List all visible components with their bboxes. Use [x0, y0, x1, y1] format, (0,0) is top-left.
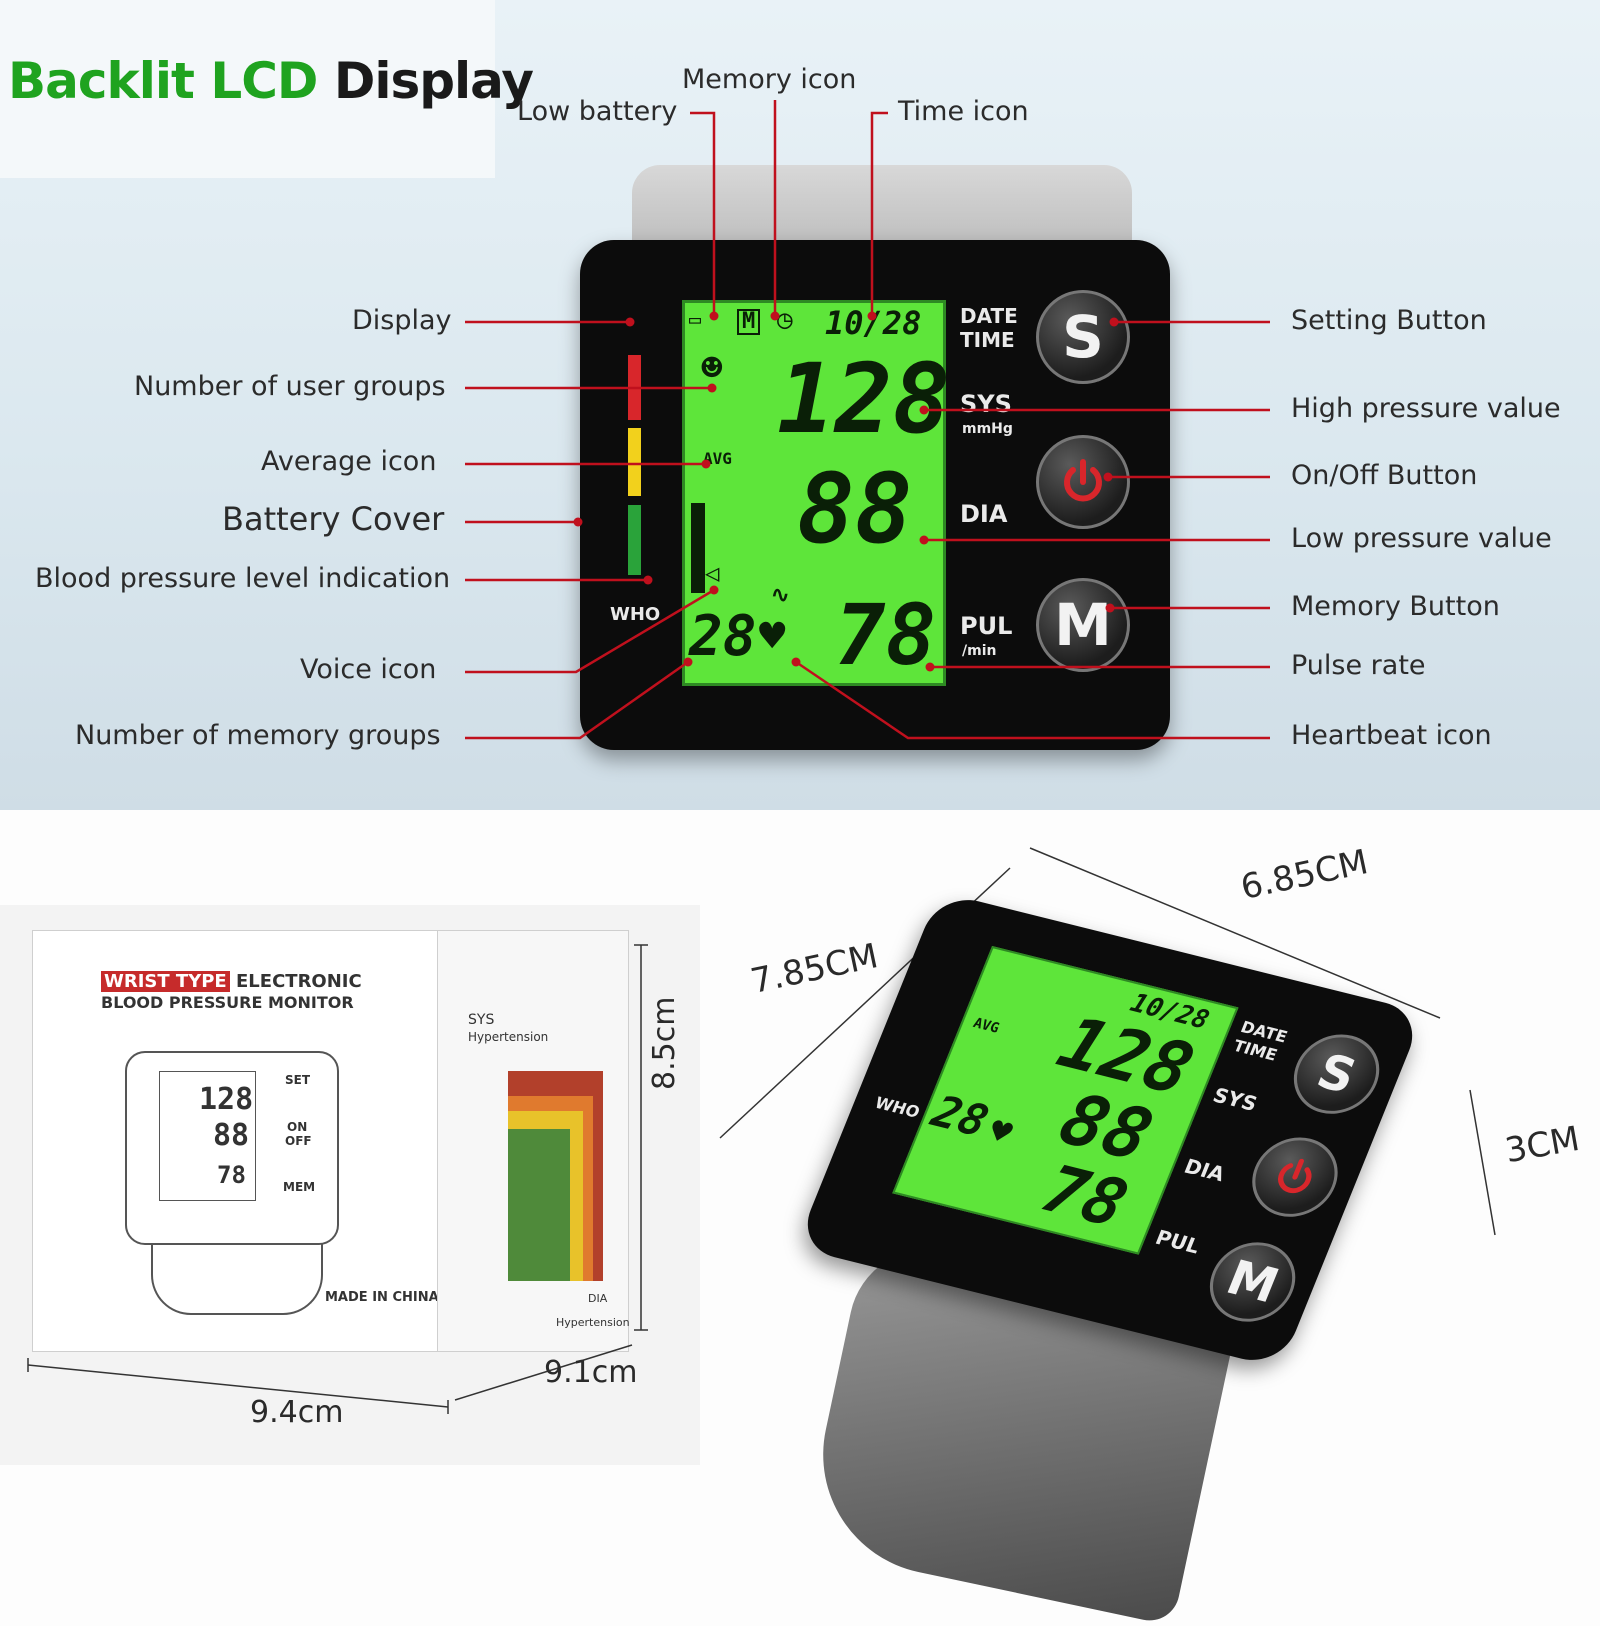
low-battery-icon: ▭	[689, 307, 702, 331]
package-side-hyper: Hypertension	[468, 1030, 549, 1044]
dim-box-width: 9.4cm	[250, 1395, 344, 1430]
sys-unit-label: mmHg	[962, 421, 1013, 437]
package-on-label: ON	[287, 1120, 308, 1134]
package-lcd-pulse: 78	[217, 1161, 246, 1189]
package-lcd-dia: 88	[213, 1118, 250, 1153]
angled-dia-label: DIA	[1180, 1154, 1229, 1187]
voice-icon: ◁	[705, 559, 720, 587]
pul-unit-label: /min	[962, 643, 997, 659]
dim-box-depth: 9.1cm	[544, 1355, 638, 1390]
package-lcd-sys: 128	[199, 1082, 254, 1117]
lcd-display: ▭ M ◷ 10/28 ☻ 128 AVG 88 ◁ ∿ 28 ♥ 78	[682, 300, 950, 686]
package-wrist-type: WRIST TYPE	[101, 971, 230, 992]
angled-device-photo: 10/28 AVG 128 88 28 ♥ 78 WHO DATE TIME S…	[795, 891, 1425, 1626]
title-green: Backlit LCD	[8, 52, 318, 110]
heart-icon: ♥	[759, 611, 786, 662]
package-side-sys: SYS	[468, 1012, 495, 1028]
label-voice-icon: Voice icon	[300, 654, 437, 685]
pul-label: PUL	[960, 612, 1013, 640]
label-setting-button: Setting Button	[1291, 305, 1487, 336]
package-cuff-drawing	[151, 1243, 323, 1315]
label-user-groups: Number of user groups	[134, 371, 446, 402]
angled-setting-button[interactable]: S	[1281, 1025, 1392, 1123]
angled-avg: AVG	[970, 1015, 1002, 1037]
who-label: WHO	[610, 604, 661, 625]
angled-power-button[interactable]	[1239, 1128, 1351, 1226]
user-group-icon: ☻	[701, 348, 723, 389]
setting-button[interactable]: S	[1036, 290, 1130, 384]
angled-who: WHO	[872, 1093, 923, 1122]
angled-power-icon	[1278, 1158, 1312, 1194]
package-device-drawing	[125, 1051, 339, 1245]
time-label: TIME	[960, 328, 1015, 352]
angled-device-body: 10/28 AVG 128 88 28 ♥ 78 WHO DATE TIME S…	[795, 891, 1425, 1369]
memory-button[interactable]: M	[1036, 578, 1130, 672]
pulse-value: 78	[835, 586, 937, 684]
label-display: Display	[352, 305, 452, 336]
label-time-icon: Time icon	[898, 96, 1029, 127]
page-title: Backlit LCD Display	[8, 52, 534, 110]
package-title-line2: BLOOD PRESSURE MONITOR	[101, 993, 354, 1012]
callout-lines	[465, 100, 1270, 740]
package-made-in: MADE IN CHINA	[325, 1290, 439, 1305]
date-label: DATE	[960, 304, 1018, 328]
package-electronic: ELECTRONIC	[236, 971, 362, 992]
title-panel: Backlit LCD Display	[0, 0, 534, 178]
diastolic-value: 88	[797, 453, 913, 565]
label-heartbeat-icon: Heartbeat icon	[1291, 720, 1492, 751]
dia-label: DIA	[960, 500, 1008, 528]
package-mem-label: MEM	[283, 1180, 316, 1194]
angled-heart-icon: ♥	[982, 1111, 1018, 1154]
level-bar-green	[628, 505, 641, 575]
memory-group-number: 28	[689, 604, 757, 669]
label-low-battery: Low battery	[517, 96, 678, 127]
package-lcd-drawing	[159, 1071, 256, 1201]
label-bp-level: Blood pressure level indication	[35, 563, 451, 594]
label-memory-groups: Number of memory groups	[75, 720, 441, 751]
angled-lcd: 10/28 AVG 128 88 28 ♥ 78	[892, 946, 1239, 1255]
level-bar-yellow	[628, 428, 641, 496]
angled-memory: 28	[924, 1086, 996, 1148]
power-icon	[1064, 459, 1102, 502]
package-off-label: OFF	[285, 1134, 312, 1148]
memory-icon: M	[737, 309, 761, 335]
label-onoff-button: On/Off Button	[1291, 460, 1478, 491]
package-front: WRIST TYPE ELECTRONIC BLOOD PRESSURE MON…	[32, 930, 439, 1352]
lcd-level-bar	[691, 503, 705, 593]
package-chart-green	[508, 1129, 570, 1281]
package-side: SYS Hypertension DIA Hypertension	[437, 930, 630, 1352]
title-dark: Display	[333, 52, 534, 110]
label-high-pressure: High pressure value	[1291, 393, 1561, 424]
package-side-dia: DIA	[588, 1292, 608, 1305]
angled-sys-label: SYS	[1209, 1082, 1261, 1116]
package-set-label: SET	[285, 1073, 311, 1087]
power-button[interactable]	[1036, 435, 1130, 529]
angled-pul-label: PUL	[1152, 1225, 1204, 1259]
package-title-line1: WRIST TYPE ELECTRONIC	[101, 971, 362, 992]
systolic-value: 128	[777, 343, 951, 455]
package-side-hyper2: Hypertension	[556, 1316, 630, 1329]
dim-box-height: 8.5cm	[647, 996, 682, 1090]
label-memory-icon: Memory icon	[682, 64, 857, 95]
clock-icon: ◷	[777, 305, 793, 335]
label-low-pressure: Low pressure value	[1291, 523, 1552, 554]
angled-pulse: 78	[1031, 1150, 1139, 1243]
angled-memory-button[interactable]: M	[1197, 1233, 1308, 1331]
sys-label: SYS	[960, 390, 1012, 418]
label-average-icon: Average icon	[261, 446, 437, 477]
label-pulse-rate: Pulse rate	[1291, 650, 1426, 681]
label-battery-cover: Battery Cover	[222, 500, 445, 538]
label-memory-button: Memory Button	[1291, 591, 1500, 622]
heartbeat-wave-icon: ∿	[771, 583, 790, 608]
